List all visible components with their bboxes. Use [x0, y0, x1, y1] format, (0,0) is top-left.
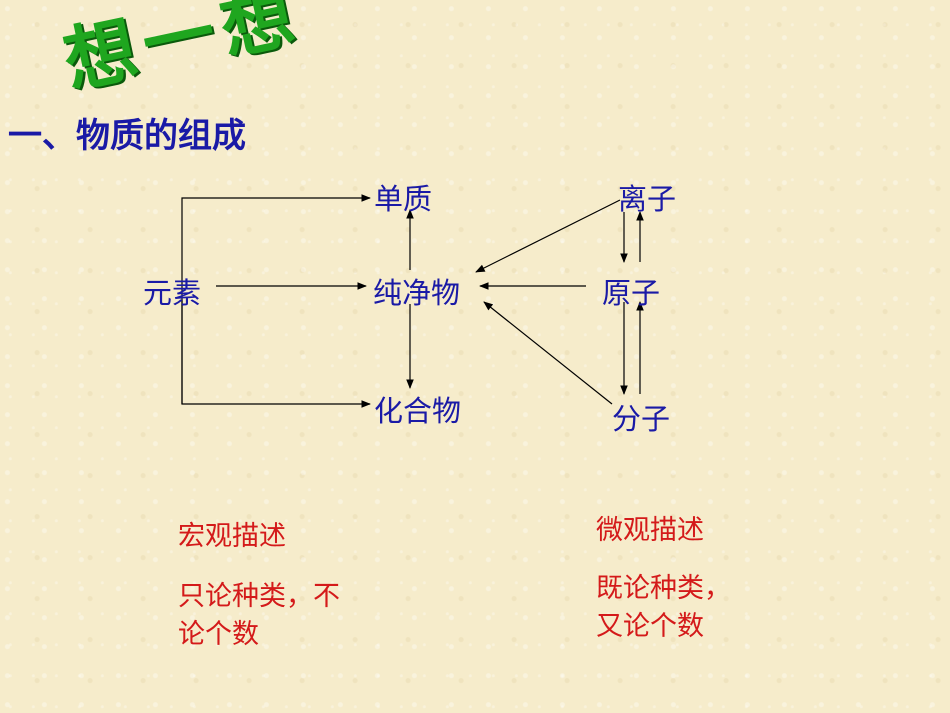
arrow-element-to-compound [181, 300, 371, 408]
node-simple-substance: 单质 [374, 182, 433, 216]
node-atom: 原子 [602, 276, 661, 310]
arrow-molecule-to-pure [483, 301, 613, 405]
micro-heading: 微观描述 [596, 515, 704, 546]
node-pure-substance: 纯净物 [373, 276, 461, 310]
slide-title: 一、物质的组成 [8, 116, 246, 156]
node-ion: 离子 [618, 182, 677, 216]
arrow-ion-to-pure [475, 199, 621, 273]
micro-text-line1: 既论种类， [596, 573, 731, 604]
node-compound: 化合物 [374, 394, 462, 428]
macro-text-line2: 论个数 [178, 619, 259, 650]
macro-text-line1: 只论种类，不 [178, 581, 340, 612]
arrow-element-to-simple [181, 194, 371, 404]
node-molecule: 分子 [612, 402, 671, 436]
node-element: 元素 [143, 276, 202, 310]
macro-heading: 宏观描述 [178, 521, 286, 552]
micro-text-line2: 又论个数 [596, 611, 704, 642]
